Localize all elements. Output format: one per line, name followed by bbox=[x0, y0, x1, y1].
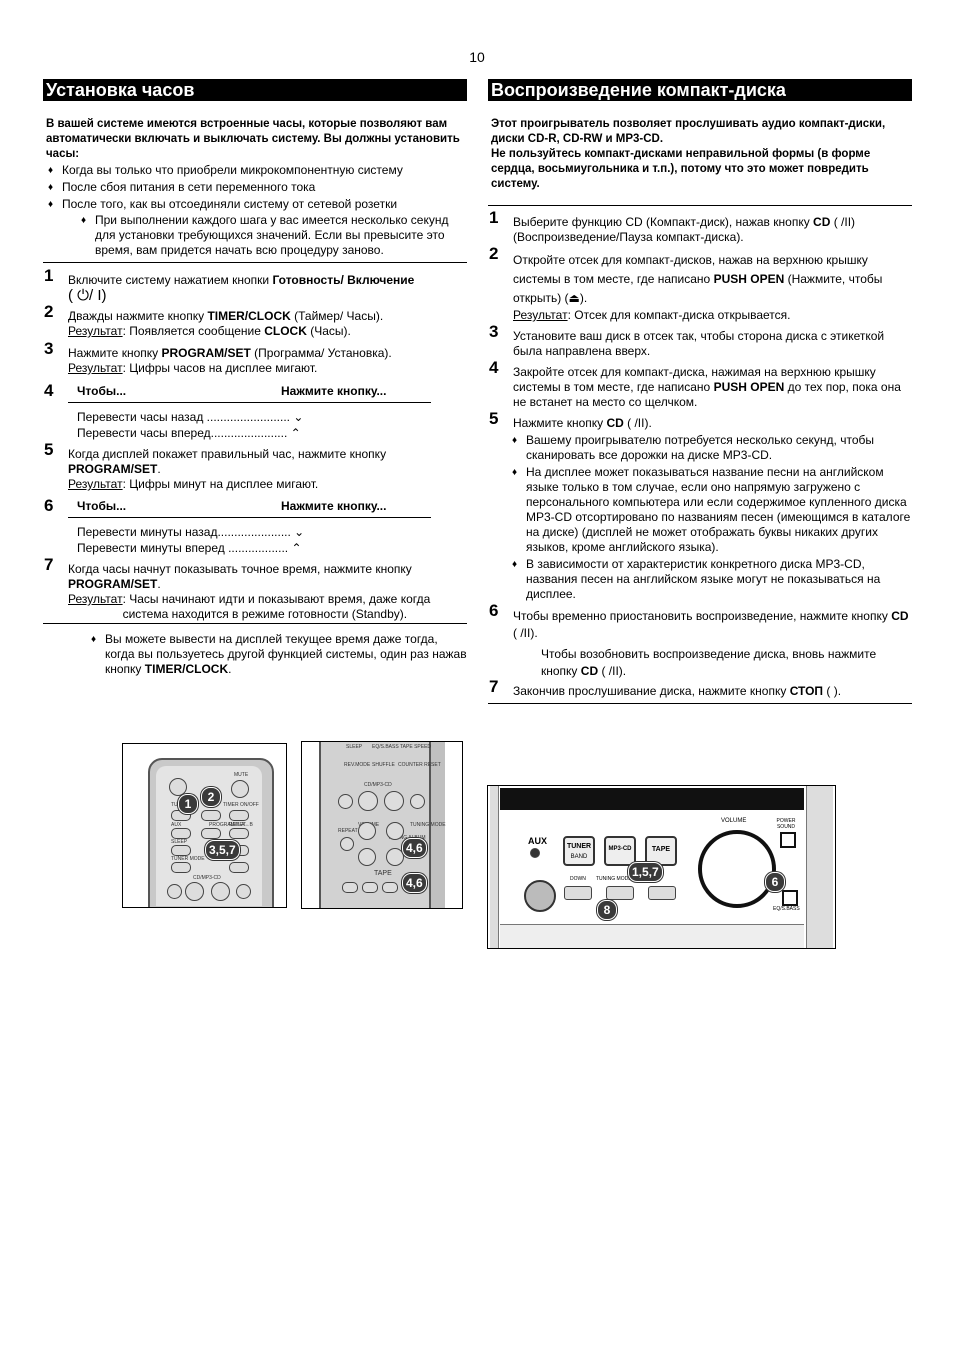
clock-setup-section: Установка часов В вашей системе имеются … bbox=[43, 79, 467, 677]
remote-figure-cd: SLEEP EQ/S.BASS TAPE SPEED REV.MODE SHUF… bbox=[301, 741, 463, 909]
page-number: 10 bbox=[469, 49, 485, 65]
section-title: Воспроизведение компакт-диска bbox=[488, 79, 912, 101]
cd-playback-section: Воспроизведение компакт-диска Этот проиг… bbox=[488, 79, 912, 704]
callout-1: 1 bbox=[178, 794, 198, 814]
step-number: 4 bbox=[489, 358, 499, 377]
stop-button[interactable] bbox=[606, 886, 634, 900]
mute-button[interactable] bbox=[231, 780, 249, 798]
volume-up-button[interactable] bbox=[358, 822, 376, 840]
callout-3-5-7: 3,5,7 bbox=[205, 840, 240, 860]
callout-6: 6 bbox=[765, 872, 785, 892]
remote-figure-clock: MUTE TIMER ON/OFF TUNER AUX PROGRAM/SET … bbox=[122, 743, 287, 908]
step-number: 5 bbox=[489, 409, 499, 428]
step-number: 4 bbox=[44, 381, 54, 400]
tuning-up-button[interactable] bbox=[386, 822, 404, 840]
section-title: Установка часов bbox=[43, 79, 467, 101]
step-number: 5 bbox=[44, 440, 54, 459]
prev-button[interactable] bbox=[564, 886, 592, 900]
callout-4-6: 4,6 bbox=[402, 873, 427, 893]
power-button[interactable] bbox=[169, 778, 187, 796]
sub-bullet-item: При выполнении каждого шага у вас имеетс… bbox=[79, 213, 467, 258]
step-number: 3 bbox=[44, 339, 54, 358]
step-1: 1 Включите систему нажатием кнопки Готов… bbox=[44, 266, 415, 304]
eq-sbass-button[interactable] bbox=[782, 890, 798, 906]
resume-text: Чтобы возобновить воспроизведение диска,… bbox=[541, 647, 877, 678]
bullet-item: Вашему проигрывателю потребуется несколь… bbox=[510, 433, 912, 463]
bullet-item: Когда вы только что приобрели микрокомпо… bbox=[46, 162, 467, 179]
warning-text: Не пользуйтесь компакт-дисками неправиль… bbox=[491, 148, 871, 190]
intro-text: Этот проигрыватель позволяет прослушиват… bbox=[491, 118, 886, 145]
step-number: 2 bbox=[489, 244, 499, 263]
step-number: 2 bbox=[44, 302, 54, 321]
step-number: 7 bbox=[489, 677, 499, 696]
step-2: 2 Дважды нажмите кнопку TIMER/CLOCK (Тай… bbox=[44, 302, 384, 338]
step-7: 7 Когда часы начнут показывать точное вр… bbox=[44, 555, 431, 621]
step-6: 6 Чтобы временно приостановить воспроизв… bbox=[488, 602, 912, 680]
bullet-item: В зависимости от характеристик конкретно… bbox=[510, 557, 912, 602]
callout-4-6: 4,6 bbox=[402, 838, 427, 858]
step-2: 2 Откройте отсек для компакт-дисков, наж… bbox=[489, 244, 883, 322]
step-7: 7 Закончив прослушивание диска, нажмите … bbox=[489, 677, 842, 698]
bullet-item: На дисплее может показываться название п… bbox=[510, 465, 912, 555]
button-table: Чтобы...Нажмите кнопку... Перевести мину… bbox=[68, 496, 431, 556]
callout-8: 8 bbox=[597, 900, 617, 920]
step-number: 6 bbox=[44, 496, 54, 515]
table-row: Перевести часы назад ...................… bbox=[77, 410, 304, 424]
callout-1-5-7: 1,5,7 bbox=[628, 862, 663, 882]
note: Вы можете вывести на дисплей текущее вре… bbox=[91, 632, 467, 677]
bullet-item: После сбоя питания в сети переменного то… bbox=[46, 179, 467, 196]
step-number: 1 bbox=[44, 266, 54, 285]
table-row: Перевести минуты назад..................… bbox=[77, 525, 305, 539]
step-4: 4 Чтобы...Нажмите кнопку... Перевести ча… bbox=[43, 381, 467, 441]
step-5: 5 Нажмите кнопку CD ( /II). bbox=[489, 409, 652, 430]
button-table: Чтобы...Нажмите кнопку... Перевести часы… bbox=[68, 381, 431, 441]
table-row: Перевести минуты вперед ................… bbox=[77, 541, 302, 555]
step-4: 4 Закройте отсек для компакт-диска, нажи… bbox=[489, 358, 901, 409]
headphone-jack bbox=[524, 880, 556, 912]
bullet-item: После того, как вы отсоединяли систему о… bbox=[46, 196, 467, 213]
step-1: 1 Выберите функцию CD (Компакт-диск), на… bbox=[489, 208, 856, 244]
table-row: Перевести часы вперед...................… bbox=[77, 426, 301, 440]
tuning-down-button[interactable] bbox=[386, 848, 404, 866]
step-5: 5 Когда дисплей покажет правильный час, … bbox=[44, 440, 387, 491]
step-6: 6 Чтобы...Нажмите кнопку... Перевести ми… bbox=[43, 496, 467, 556]
program-set-button[interactable] bbox=[201, 828, 221, 839]
step-number: 7 bbox=[44, 555, 54, 574]
step-number: 3 bbox=[489, 322, 499, 341]
volume-down-button[interactable] bbox=[358, 848, 376, 866]
step-number: 6 bbox=[489, 601, 499, 620]
callout-2: 2 bbox=[201, 787, 221, 807]
volume-knob[interactable] bbox=[698, 830, 776, 908]
aux-jack bbox=[530, 848, 540, 858]
step-3: 3 Установите ваш диск в отсек так, чтобы… bbox=[489, 322, 885, 358]
mp3-cd-button[interactable]: MP3-CD bbox=[604, 836, 636, 866]
next-button[interactable] bbox=[648, 886, 676, 900]
intro-text: В вашей системе имеются встроенные часы,… bbox=[46, 118, 460, 160]
step-number: 1 bbox=[489, 208, 499, 227]
step-3: 3 Нажмите кнопку PROGRAM/SET (Программа/… bbox=[44, 339, 392, 375]
power-sound-button[interactable] bbox=[780, 832, 796, 848]
